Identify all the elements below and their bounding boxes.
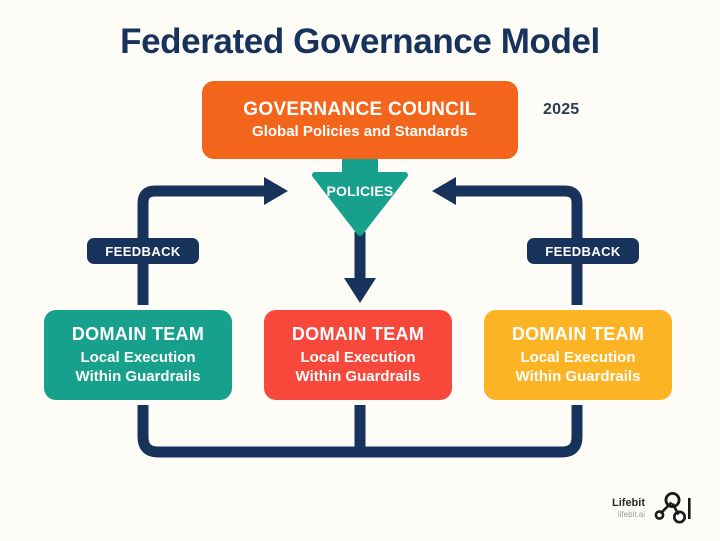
- domain-team-line2-3: Within Guardrails: [515, 368, 641, 386]
- brand-url: lifebit.ai: [617, 509, 645, 519]
- node-graph-icon: [654, 492, 691, 524]
- brand-logo: Lifebit lifebit.ai: [612, 489, 693, 527]
- domain-team-title-1: DOMAIN TEAM: [71, 324, 205, 345]
- feedback-arrowhead-right: [432, 177, 456, 205]
- domain-team-line1-1: Local Execution: [80, 348, 196, 366]
- council-subtitle: Global Policies and Standards: [252, 123, 468, 141]
- feedback-arrowhead-left: [264, 177, 288, 205]
- governance-council-box: GOVERNANCE COUNCIL Global Policies and S…: [202, 81, 518, 159]
- domain-team-line1-2: Local Execution: [300, 348, 416, 366]
- feedback-badge-right: FEEDBACK: [527, 238, 639, 264]
- council-title: GOVERNANCE COUNCIL: [243, 99, 477, 121]
- policies-arrowhead-down: [344, 278, 376, 303]
- domain-team-box-3: DOMAIN TEAM Local Execution Within Guard…: [484, 310, 672, 400]
- domain-team-title-3: DOMAIN TEAM: [511, 324, 645, 345]
- domain-team-title-2: DOMAIN TEAM: [291, 324, 425, 345]
- domain-team-line1-3: Local Execution: [520, 348, 636, 366]
- page-title: Federated Governance Model: [120, 22, 600, 61]
- feedback-badge-left: FEEDBACK: [87, 238, 199, 264]
- domain-team-box-1: DOMAIN TEAM Local Execution Within Guard…: [44, 310, 232, 400]
- year-label: 2025: [543, 101, 580, 118]
- brand-text: Lifebit lifebit.ai: [612, 497, 645, 519]
- domain-team-line2-1: Within Guardrails: [75, 368, 201, 386]
- domain-team-box-2: DOMAIN TEAM Local Execution Within Guard…: [264, 310, 452, 400]
- brand-name: Lifebit: [612, 497, 645, 510]
- policies-arrow-shape: [312, 157, 408, 236]
- domain-team-line2-2: Within Guardrails: [295, 368, 421, 386]
